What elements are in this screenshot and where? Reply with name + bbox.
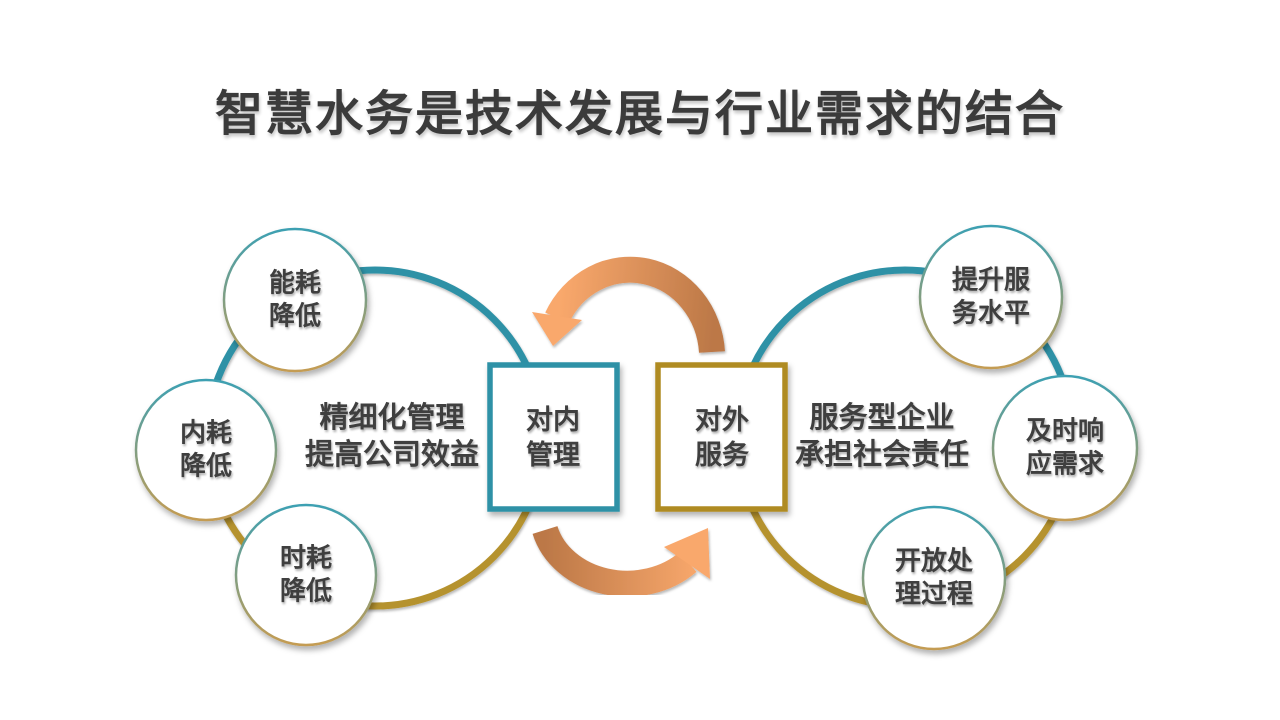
- node-label-internal-consumption: 内耗 降低: [179, 417, 233, 481]
- external-service-label: 对外 服务: [695, 404, 749, 470]
- node-circle-respond: [991, 374, 1139, 522]
- left-ring-teal-arc: [203, 266, 547, 439]
- node-label-energy: 能耗 降低: [268, 267, 322, 331]
- node-label-service-level: 提升服 务水平: [951, 264, 1031, 328]
- node-label-open-process: 开放处 理过程: [894, 545, 974, 609]
- cycle-arrow-bottom-head: [664, 528, 710, 579]
- cycle-arrow-bottom: [532, 525, 710, 597]
- right-ring-teal-arc: [733, 266, 1077, 439]
- left-cycle-description: 精细化管理 提高公司效益: [304, 401, 480, 471]
- internal-management-label: 对内 管理: [526, 404, 580, 470]
- cycle-arrow-top-head: [532, 312, 582, 346]
- internal-management-box: [487, 362, 620, 512]
- node-circle-service-level: [918, 224, 1064, 370]
- node-circle-internal-consumption: [134, 378, 278, 522]
- node-circle-time: [234, 503, 378, 647]
- cycle-arrow-top: [532, 256, 725, 354]
- node-label-time: 时耗 降低: [279, 542, 333, 606]
- node-circles: [134, 224, 1139, 651]
- node-circle-energy: [222, 227, 368, 373]
- node-circle-open-process: [861, 505, 1007, 651]
- cycle-arrow-bottom-band: [532, 525, 697, 597]
- external-service-box: [655, 362, 788, 512]
- node-label-respond: 及时响 应需求: [1025, 415, 1105, 479]
- slide-title: 智慧水务是技术发展与行业需求的结合: [214, 88, 1065, 141]
- right-cycle-description: 服务型企业 承担社会责任: [794, 401, 970, 471]
- cycle-arrow-top-band: [545, 256, 725, 354]
